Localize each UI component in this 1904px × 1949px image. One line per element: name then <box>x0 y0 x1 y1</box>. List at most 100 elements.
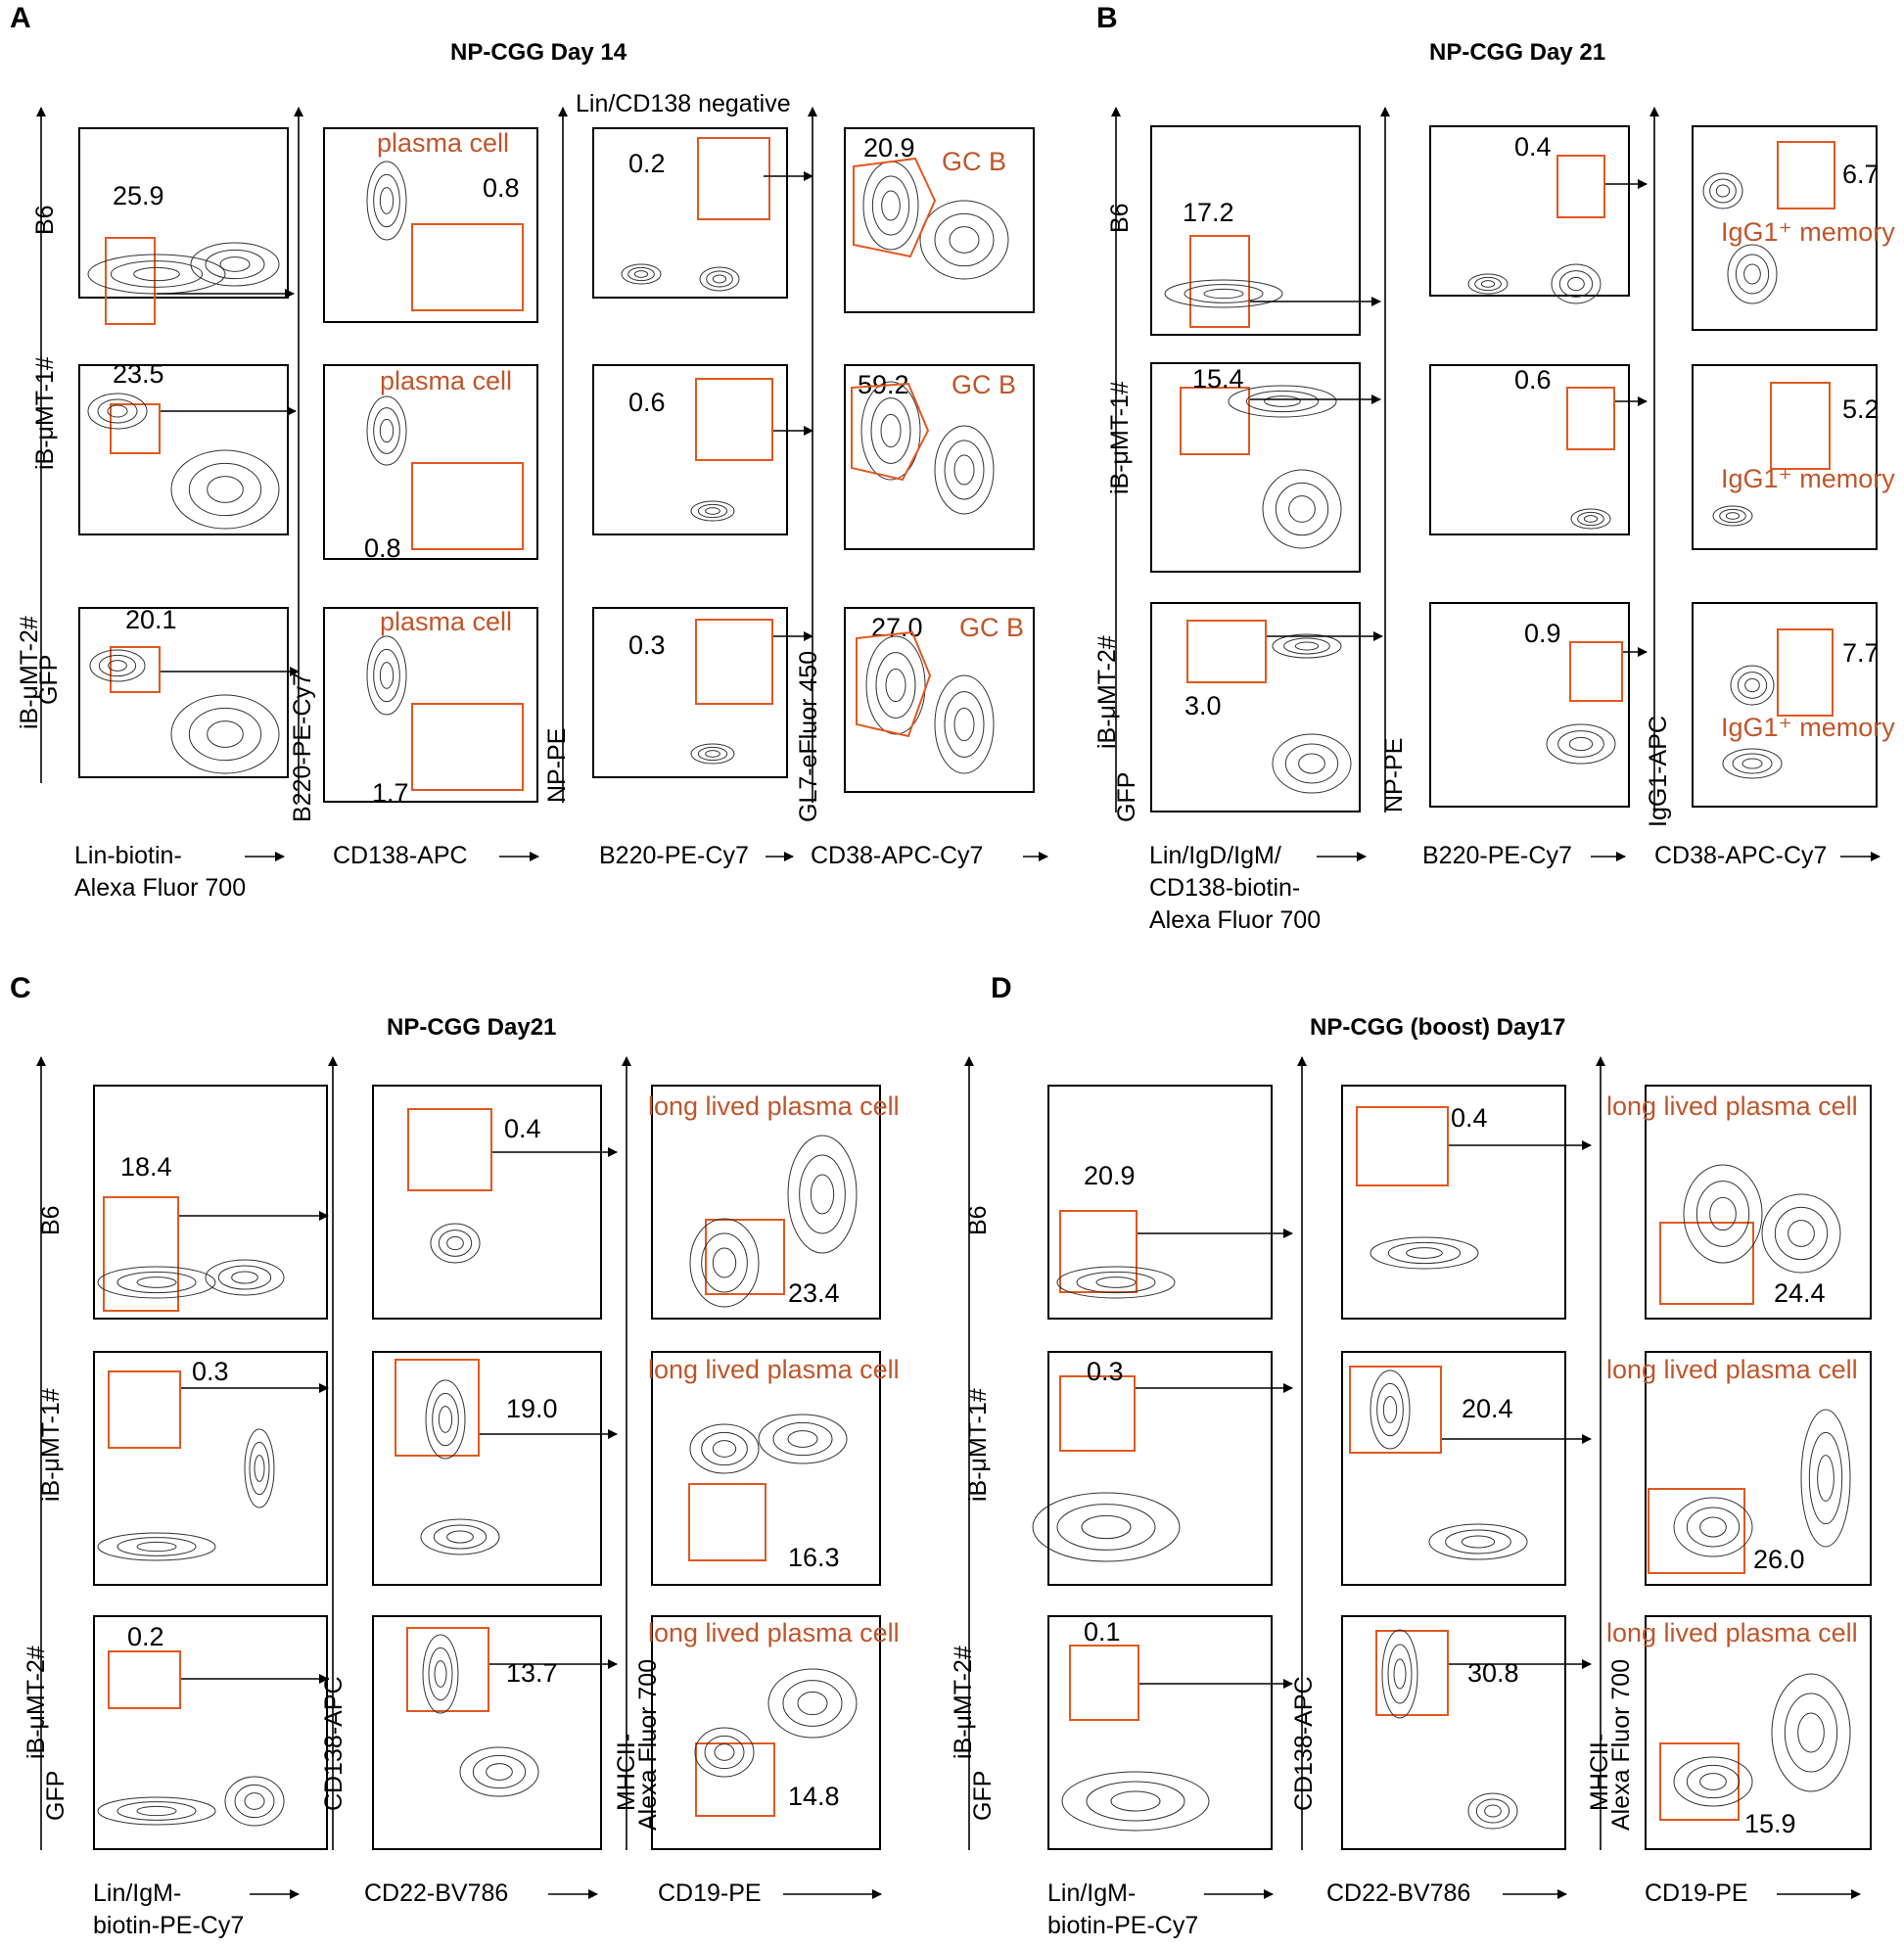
label-memb-b-r1: IgG1⁺ memory B <box>1721 217 1904 247</box>
row-label-mt1-d: iB-μMT-1# <box>964 1388 992 1502</box>
value-d-r1-c3: 24.4 <box>1774 1278 1826 1308</box>
gate-c-r1-c1 <box>103 1196 179 1312</box>
gate-a-r1-c3 <box>697 137 770 220</box>
plot-c-r1-c2 <box>372 1085 602 1320</box>
gate-b-r1-c1 <box>1189 235 1250 328</box>
label-plasma-cell-a-r2: plasma cell <box>380 366 513 395</box>
plot-b-r3-c2 <box>1429 602 1630 808</box>
gate-b-r3-c1 <box>1186 620 1267 683</box>
gate-d-r2-c1 <box>1059 1375 1136 1452</box>
label-gcb-a-r2: GC B <box>952 370 1017 399</box>
ylabel-c-c3-b: Alexa Fluor 700 <box>634 1658 662 1831</box>
value-b-r1-c3: 6.7 <box>1842 160 1880 189</box>
gate-d-r3-c1 <box>1069 1645 1139 1721</box>
gate-a-r3-c1 <box>110 646 161 693</box>
row-label-mt2-b: iB-μMT-2# <box>1093 635 1121 749</box>
panel-b-title: NP-CGG Day 21 <box>1429 39 1606 66</box>
value-c-r2-c3: 16.3 <box>788 1543 840 1572</box>
xlabel-b-c1-c: Alexa Fluor 700 <box>1149 906 1322 934</box>
gate-b-r1-c3 <box>1777 141 1835 209</box>
label-llpc-c-r1: long lived plasma cell <box>648 1091 900 1121</box>
plot-b-r1-c3 <box>1692 125 1878 331</box>
gate-a-r1-c2 <box>411 223 524 311</box>
row-label-gfp-d: GFP <box>969 1770 997 1821</box>
plot-d-r1-c2 <box>1341 1085 1566 1320</box>
gate-d-r2-c3 <box>1648 1488 1745 1574</box>
panel-a-title: NP-CGG Day 14 <box>450 39 627 66</box>
plot-b-r1-c1 <box>1150 125 1361 336</box>
value-c-r1-c2: 0.4 <box>504 1114 541 1143</box>
panel-c-title: NP-CGG Day21 <box>387 1014 557 1041</box>
value-a-r2-c2: 0.8 <box>364 534 401 563</box>
label-memb-b-r2: IgG1⁺ memory B <box>1721 464 1904 493</box>
value-a-r1-c2: 0.8 <box>483 173 520 203</box>
label-memb-b-r3: IgG1⁺ memory B <box>1721 713 1904 742</box>
plot-a-r3-c3 <box>592 607 788 778</box>
xlabel-a-c4: CD38-APC-Cy7 <box>811 842 984 869</box>
ylabel-b-c2: NP-PE <box>1380 737 1408 812</box>
xlabel-c-c1: Lin/IgM- <box>93 1879 182 1907</box>
gate-a-r2-c1 <box>110 403 161 454</box>
value-a-r1-c1: 25.9 <box>113 181 164 210</box>
ylabel-d-c2: CD138-APC <box>1290 1676 1318 1811</box>
xlabel-c-c1-b: biotin-PE-Cy7 <box>93 1912 245 1939</box>
gate-a-r3-c2 <box>411 703 524 791</box>
gate-a-r3-c3 <box>695 619 773 705</box>
xlabel-b-c1: Lin/IgD/IgM/ <box>1149 842 1281 869</box>
value-b-r3-c1: 3.0 <box>1184 691 1222 720</box>
value-b-r1-c2: 0.4 <box>1514 132 1552 162</box>
gate-b-r3-c2 <box>1569 641 1623 702</box>
panel-letter-d: D <box>991 972 1012 1004</box>
value-d-r3-c3: 15.9 <box>1744 1809 1796 1838</box>
value-a-r3-c2: 1.7 <box>372 778 409 808</box>
row-label-b6-b: B6 <box>1106 203 1134 233</box>
row-label-b6-c: B6 <box>37 1205 65 1235</box>
panel-letter-c: C <box>10 972 31 1004</box>
row-label-mt2-c: iB-μMT-2# <box>23 1646 50 1759</box>
value-b-r2-c2: 0.6 <box>1514 365 1552 394</box>
value-a-r2-c1: 23.5 <box>113 359 164 389</box>
plot-a-r2-c3 <box>592 364 788 535</box>
value-c-r2-c2: 19.0 <box>506 1394 558 1423</box>
gate-c-r3-c2 <box>406 1627 489 1712</box>
xlabel-c-c3: CD19-PE <box>658 1879 762 1907</box>
ylabel-c-c2: CD138-APC <box>320 1676 348 1811</box>
xlabel-b-c1-b: CD138-biotin- <box>1149 874 1301 902</box>
value-b-r2-c1: 15.4 <box>1192 364 1244 394</box>
row-label-mt1-b: iB-μMT-1# <box>1106 381 1134 494</box>
value-d-r2-c1: 0.3 <box>1087 1357 1124 1386</box>
xlabel-a-c2: CD138-APC <box>333 842 468 869</box>
value-c-r3-c2: 13.7 <box>506 1658 558 1688</box>
row-label-mt2-d: iB-μMT-2# <box>950 1646 977 1759</box>
plot-a-r1-c2 <box>323 127 538 323</box>
gate-a-r2-c3 <box>695 378 773 461</box>
gate-b-r2-c1 <box>1180 387 1250 455</box>
value-a-r1-c3: 0.2 <box>628 149 666 178</box>
gate-d-r1-c1 <box>1059 1210 1138 1293</box>
value-c-r1-c1: 18.4 <box>120 1152 172 1182</box>
plot-b-r2-c2 <box>1429 364 1630 535</box>
row-label-mt1-c: iB-μMT-1# <box>37 1388 65 1502</box>
label-gcb-a-r3: GC B <box>959 613 1025 642</box>
value-d-r3-c2: 30.8 <box>1467 1658 1519 1688</box>
value-b-r3-c2: 0.9 <box>1524 619 1561 648</box>
gate-c-r3-c1 <box>108 1650 181 1709</box>
value-a-r2-c4: 59.2 <box>858 370 909 399</box>
value-a-r3-c3: 0.3 <box>628 630 666 660</box>
value-d-r2-c3: 26.0 <box>1753 1545 1805 1574</box>
ylabel-d-c3-b: Alexa Fluor 700 <box>1607 1658 1635 1831</box>
ylabel-a-c2: B220-PE-Cy7 <box>289 673 316 822</box>
gate-c-r2-c3 <box>688 1483 766 1561</box>
value-c-r1-c3: 23.4 <box>788 1278 840 1308</box>
value-a-r3-c4: 27.0 <box>871 613 923 642</box>
value-a-r3-c1: 20.1 <box>125 605 177 634</box>
gate-a-r2-c2 <box>411 462 524 550</box>
ylabel-a-c4: GL7-eFluor 450 <box>795 650 822 822</box>
value-d-r1-c1: 20.9 <box>1084 1161 1136 1190</box>
gate-b-r2-c2 <box>1566 387 1615 450</box>
value-c-r3-c1: 0.2 <box>127 1622 164 1651</box>
value-d-r2-c2: 20.4 <box>1462 1394 1513 1423</box>
gate-d-r3-c2 <box>1375 1630 1449 1716</box>
xlabel-d-c1-b: biotin-PE-Cy7 <box>1047 1912 1199 1939</box>
value-c-r2-c1: 0.3 <box>192 1357 229 1386</box>
